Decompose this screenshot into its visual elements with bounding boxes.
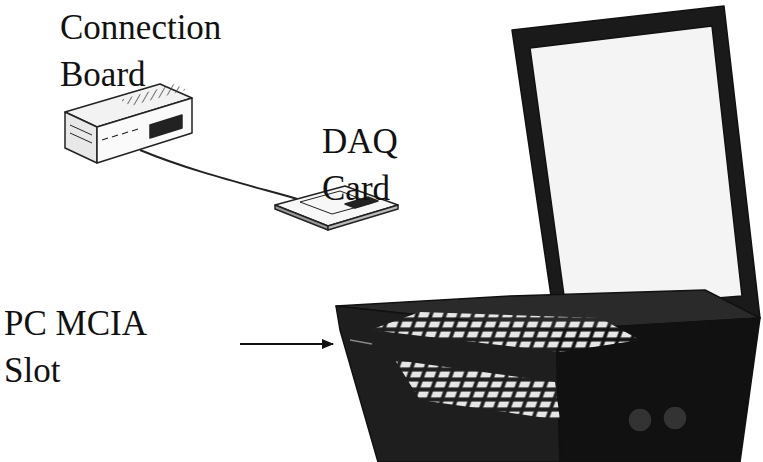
connection-board	[65, 84, 192, 163]
cable	[140, 150, 318, 205]
part-label: Connection Board	[60, 4, 260, 98]
part-label: PC MCIA Slot	[4, 300, 174, 394]
pointer-arrow	[240, 343, 333, 345]
part-label: DAQ Card	[322, 118, 432, 212]
laptop	[336, 6, 760, 462]
